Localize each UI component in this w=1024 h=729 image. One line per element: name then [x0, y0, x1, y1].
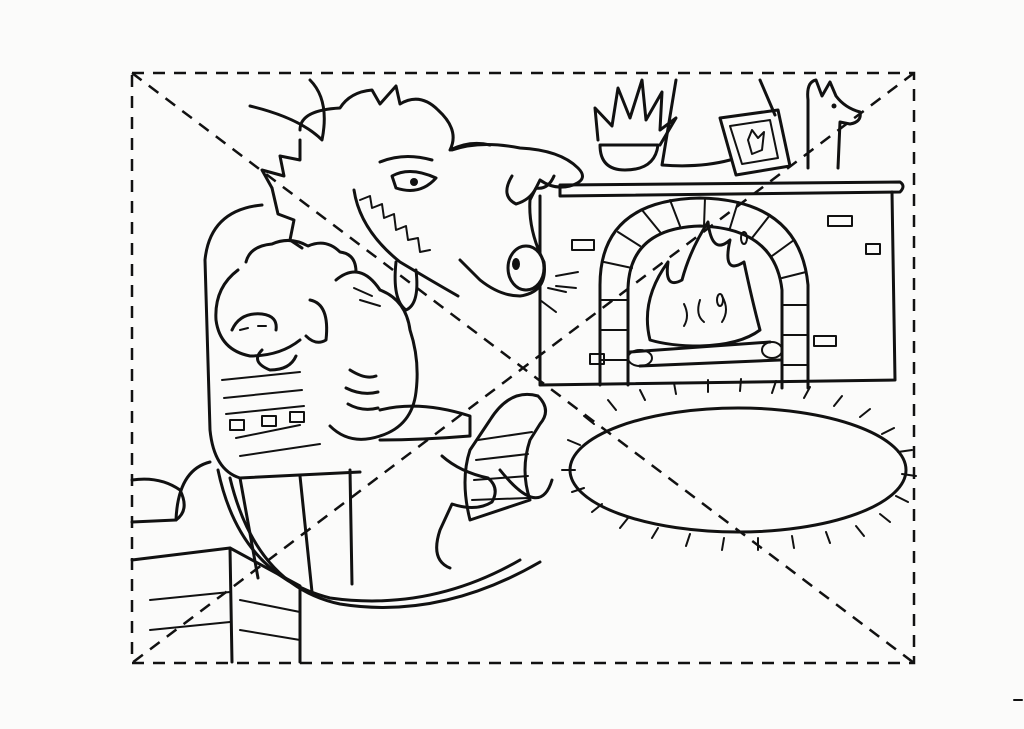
potted-plant — [593, 78, 678, 172]
dashed-diagonal-tr-bl — [131, 72, 915, 664]
wolf — [248, 78, 584, 570]
curtain-edge — [660, 78, 777, 168]
sheep-costume — [214, 239, 419, 441]
llama-figurine — [806, 78, 862, 170]
fire — [627, 220, 783, 368]
dashed-border — [130, 71, 916, 665]
cut-guides — [130, 71, 916, 665]
pot — [130, 460, 212, 524]
side-table — [130, 546, 302, 664]
framed-picture — [718, 108, 792, 177]
fireplace — [538, 180, 905, 390]
oval-rug — [561, 378, 917, 551]
